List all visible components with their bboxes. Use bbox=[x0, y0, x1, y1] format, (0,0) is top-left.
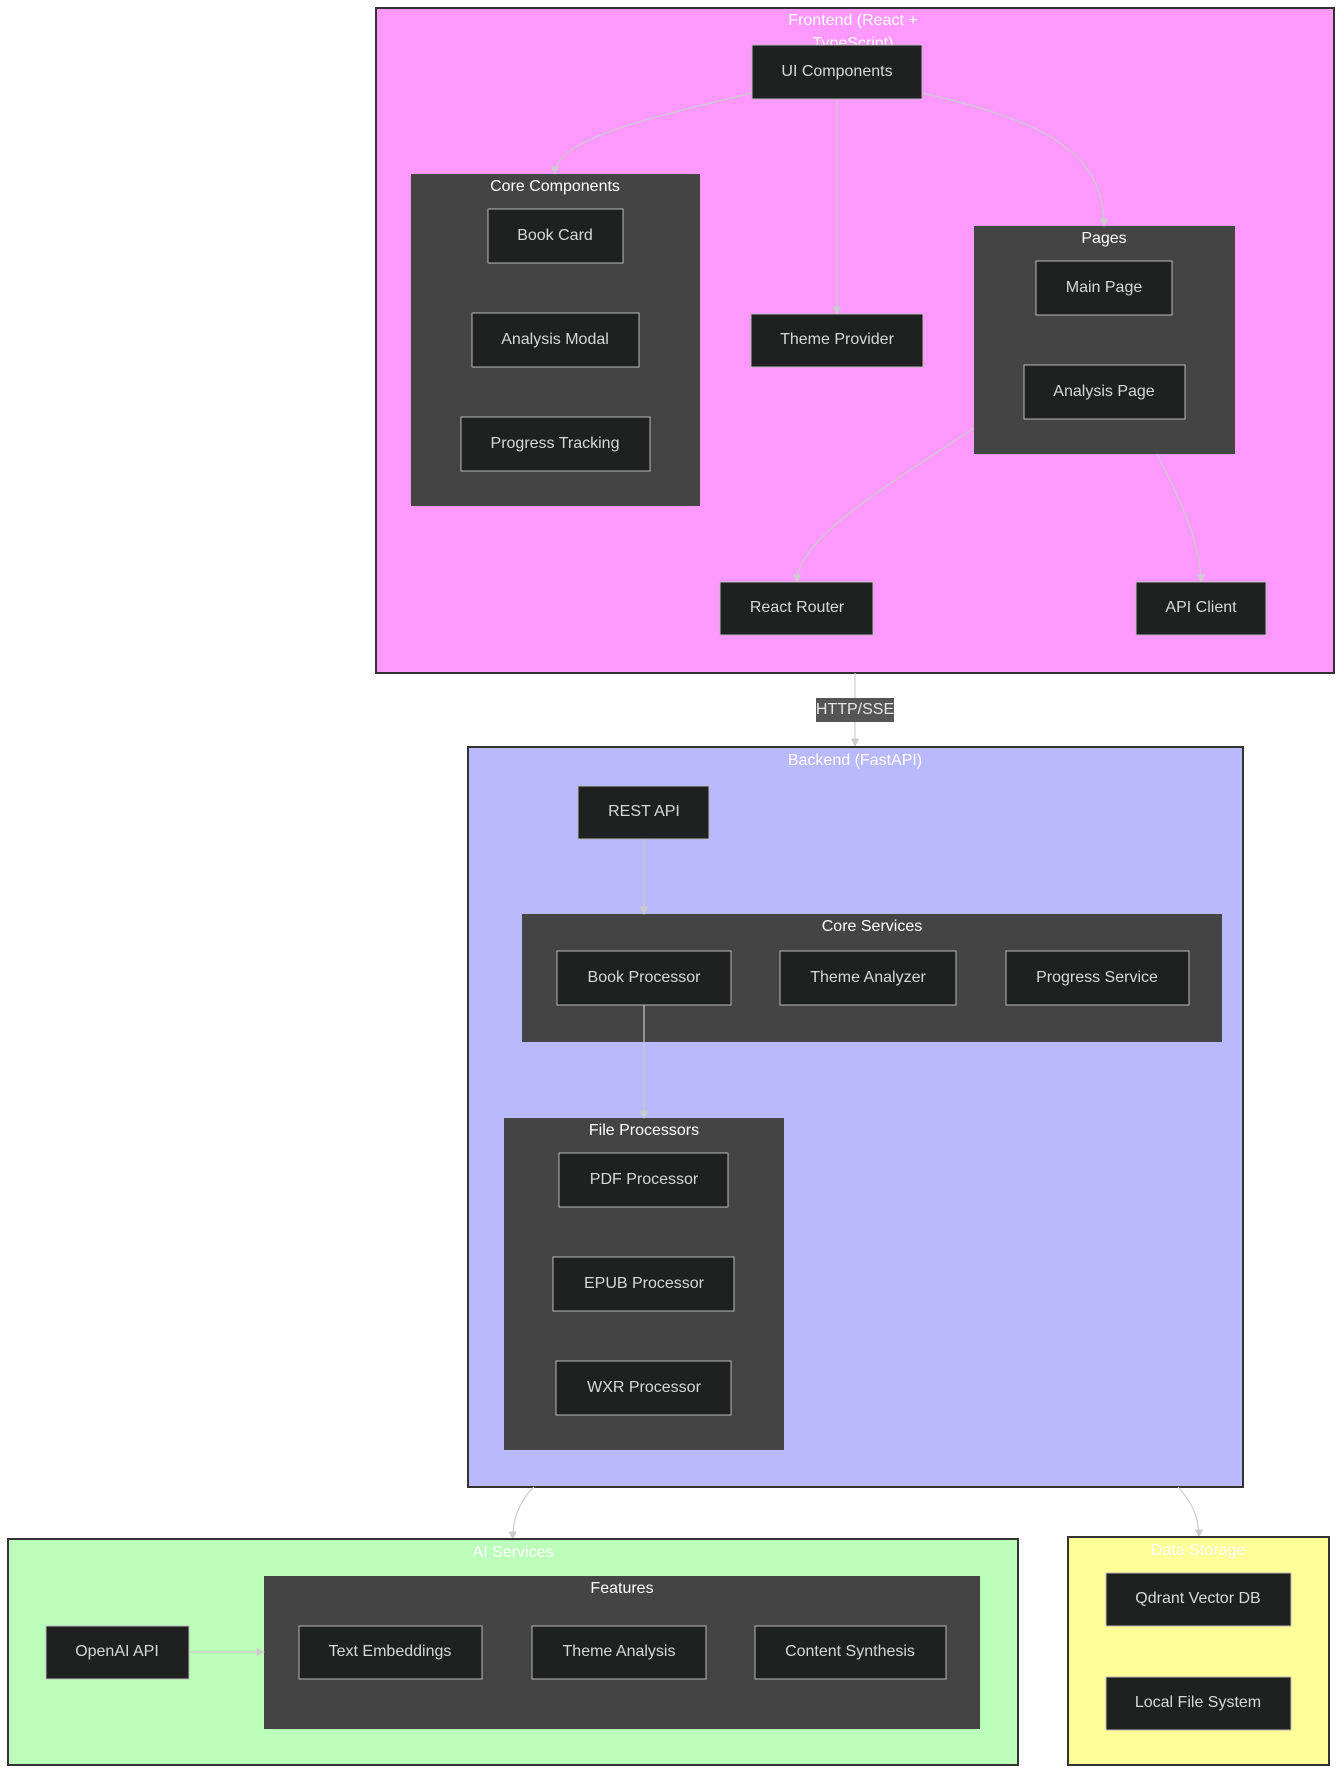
node-ui-components: UI Components bbox=[751, 44, 923, 100]
node-book-card: Book Card bbox=[487, 208, 624, 264]
node-api-client: API Client bbox=[1135, 581, 1267, 636]
core-components-title: Core Components bbox=[490, 178, 620, 195]
node-openai-api: OpenAI API bbox=[45, 1625, 190, 1680]
node-text-embeddings: Text Embeddings bbox=[298, 1625, 483, 1680]
core-services-title: Core Services bbox=[822, 918, 922, 935]
node-label: Content Synthesis bbox=[785, 1643, 915, 1660]
node-label: Analysis Page bbox=[1053, 383, 1154, 400]
node-label: Book Card bbox=[517, 227, 593, 244]
node-book-processor: Book Processor bbox=[556, 950, 732, 1006]
node-label: Main Page bbox=[1066, 279, 1143, 296]
node-theme-analysis: Theme Analysis bbox=[531, 1625, 707, 1680]
node-label: Text Embeddings bbox=[329, 1643, 452, 1660]
node-label: OpenAI API bbox=[75, 1643, 159, 1660]
backend-title: Backend (FastAPI) bbox=[788, 752, 922, 769]
node-label: Analysis Modal bbox=[501, 331, 609, 348]
node-label: Local File System bbox=[1135, 1694, 1261, 1711]
node-label: Progress Service bbox=[1036, 969, 1158, 986]
node-label: REST API bbox=[608, 803, 680, 820]
node-pdf-processor: PDF Processor bbox=[558, 1152, 729, 1208]
node-rest-api: REST API bbox=[577, 785, 710, 840]
pages-subgraph: Pages bbox=[974, 226, 1235, 454]
node-progress-tracking: Progress Tracking bbox=[460, 416, 651, 472]
node-label: UI Components bbox=[781, 63, 892, 80]
node-label: PDF Processor bbox=[590, 1171, 699, 1188]
features-title: Features bbox=[590, 1580, 653, 1597]
edge-label-text: HTTP/SSE bbox=[816, 701, 894, 718]
node-local-file-system: Local File System bbox=[1105, 1676, 1292, 1731]
node-label: Progress Tracking bbox=[491, 435, 620, 452]
edge-label-http-sse: HTTP/SSE bbox=[816, 698, 894, 722]
edge-ui-to-core-components bbox=[550, 92, 753, 175]
node-label: Theme Analysis bbox=[563, 1643, 676, 1660]
node-react-router: React Router bbox=[719, 581, 874, 636]
frontend-title-line1: Frontend (React + bbox=[788, 12, 917, 29]
node-qdrant-vector-db: Qdrant Vector DB bbox=[1105, 1572, 1292, 1627]
edge-ui-to-pages bbox=[921, 92, 1109, 227]
node-label: React Router bbox=[750, 599, 845, 616]
node-theme-analyzer: Theme Analyzer bbox=[779, 950, 957, 1006]
node-theme-provider: Theme Provider bbox=[750, 313, 924, 368]
file-processors-title: File Processors bbox=[589, 1122, 699, 1139]
node-analysis-page: Analysis Page bbox=[1023, 364, 1186, 420]
node-content-synthesis: Content Synthesis bbox=[754, 1625, 947, 1680]
edge-pages-to-react-router bbox=[792, 427, 975, 583]
node-wxr-processor: WXR Processor bbox=[555, 1360, 732, 1416]
node-label: WXR Processor bbox=[587, 1379, 701, 1396]
edge-pages-to-api-client bbox=[1156, 453, 1206, 583]
pages-title: Pages bbox=[1081, 230, 1126, 247]
node-progress-service: Progress Service bbox=[1005, 950, 1190, 1006]
ai-services-title: AI Services bbox=[473, 1544, 554, 1561]
edge-backend-to-data-storage bbox=[1177, 1486, 1204, 1538]
node-label: API Client bbox=[1165, 599, 1237, 616]
data-storage-cluster: Data Storage bbox=[1067, 1536, 1330, 1766]
node-analysis-modal: Analysis Modal bbox=[471, 312, 640, 368]
node-epub-processor: EPUB Processor bbox=[552, 1256, 735, 1312]
node-label: Book Processor bbox=[588, 969, 702, 986]
node-label: Theme Analyzer bbox=[810, 969, 926, 986]
edge-backend-to-ai-services bbox=[508, 1486, 535, 1540]
data-storage-title: Data Storage bbox=[1151, 1542, 1245, 1559]
node-label: EPUB Processor bbox=[584, 1275, 705, 1292]
node-main-page: Main Page bbox=[1035, 260, 1173, 316]
node-label: Theme Provider bbox=[780, 331, 894, 348]
node-label: Qdrant Vector DB bbox=[1135, 1590, 1260, 1607]
